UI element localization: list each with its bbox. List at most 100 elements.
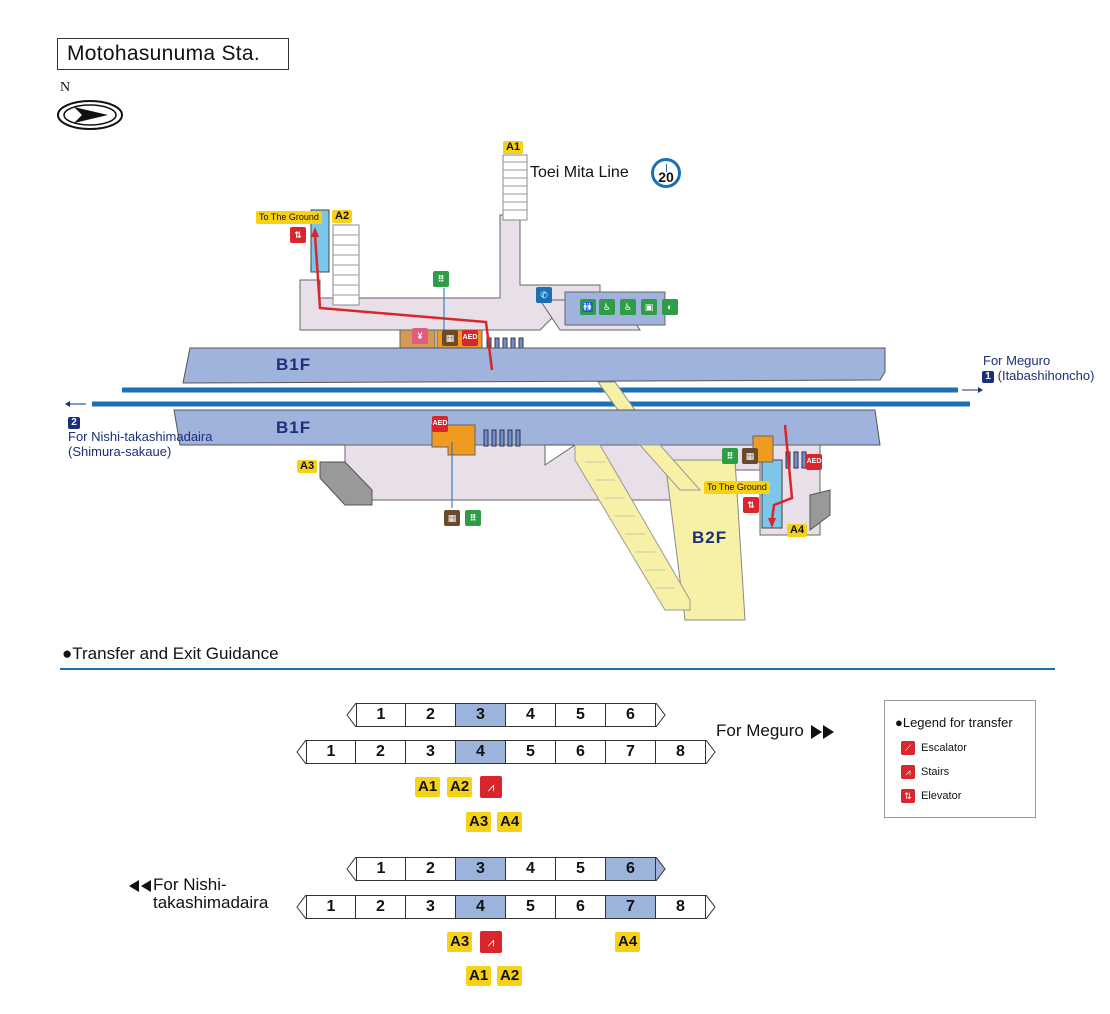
legend-stairs: ⩘Stairs <box>901 765 949 779</box>
car-row-6-nishi: 1 2 3 4 5 6 <box>344 857 668 881</box>
floor-label-b1f-upper: B1F <box>276 355 312 374</box>
car: 8 <box>656 740 706 764</box>
to-ground-tag-a4: To The Ground <box>704 481 770 494</box>
back-arrows-icon <box>129 879 151 892</box>
legend: ●Legend for transfer ⟋Escalator ⩘Stairs … <box>884 700 1036 818</box>
stairs-a2 <box>332 224 360 306</box>
line-name: Toei Mita Line <box>530 164 629 181</box>
car: 2 <box>356 740 406 764</box>
stairs-icon: ⩘ <box>480 776 502 798</box>
exit-tag-guidance: A4 <box>615 932 641 952</box>
aed-icon-a4: AED <box>806 454 822 470</box>
car: 5 <box>556 857 606 881</box>
exit-tag-guidance: A3 <box>466 812 492 832</box>
stairs-a4 <box>809 489 831 531</box>
legend-title: ●Legend for transfer <box>895 715 1013 730</box>
fare-adjustment-icon: ¥ <box>412 328 428 344</box>
car-highlight: 7 <box>606 895 656 919</box>
car: 1 <box>356 857 406 881</box>
platform-upper <box>182 347 886 384</box>
car: 8 <box>656 895 706 919</box>
to-ground-tag-a2: To The Ground <box>256 211 322 224</box>
section-title: ●Transfer and Exit Guidance <box>62 644 279 663</box>
car: 2 <box>406 703 456 727</box>
car: 1 <box>306 895 356 919</box>
floor-label-b1f-lower: B1F <box>276 418 312 437</box>
exit-tag-a3: A3 <box>297 460 318 473</box>
car: 6 <box>606 703 656 727</box>
car-highlight: 4 <box>456 895 506 919</box>
car: 1 <box>306 740 356 764</box>
stairs-a1 <box>502 154 528 221</box>
compass-north-label: N <box>60 80 71 95</box>
legend-escalator: ⟋Escalator <box>901 741 967 755</box>
car: 4 <box>506 703 556 727</box>
route-to-ground-a4 <box>770 424 794 521</box>
car: 3 <box>406 740 456 764</box>
car-highlight: 3 <box>456 857 506 881</box>
compass-icon <box>57 100 123 130</box>
station-office-icon-lower: ▦ <box>444 510 460 526</box>
escalator-icon: ⟋ <box>901 741 915 755</box>
route-to-ground-a2 <box>313 234 494 371</box>
stairs-icon: ⩘ <box>901 765 915 779</box>
ticket-machine-icon-a4: ⠿ <box>722 448 738 464</box>
car: 6 <box>556 895 606 919</box>
floor-label-b2f: B2F <box>692 528 728 547</box>
ticket-machine-icon: ⠿ <box>433 271 449 287</box>
exit-tag-guidance: A1 <box>415 777 441 797</box>
station-office-icon-a4: ▦ <box>742 448 758 464</box>
exit-tag-guidance: A2 <box>447 777 473 797</box>
car-row-8-meguro: 1 2 3 4 5 6 7 8 <box>294 740 718 764</box>
station-office-icon: ▦ <box>442 330 458 346</box>
multipurpose-toilet-icon: ♿ <box>620 299 636 315</box>
direction-nishi: 2 For Nishi-takashimadaira (Shimura-saka… <box>68 416 213 459</box>
aed-icon-lower: AED <box>432 416 448 432</box>
elevator-icon-a4: ⇅ <box>743 497 759 513</box>
car: 3 <box>406 895 456 919</box>
station-map <box>65 154 983 621</box>
exit-tag-guidance: A2 <box>497 966 523 986</box>
section-divider <box>60 668 1055 670</box>
direction-meguro: For Meguro 1 (Itabashihoncho) <box>982 353 1095 383</box>
exit-tag-a1: A1 <box>503 141 524 154</box>
exit-tag-guidance: A3 <box>447 932 473 952</box>
station-title: Motohasunuma Sta. <box>57 38 289 70</box>
car: 1 <box>356 703 406 727</box>
car-row-6-meguro: 1 2 3 4 5 6 <box>344 703 668 727</box>
car: 5 <box>556 703 606 727</box>
legend-elevator: ⇅Elevator <box>901 789 961 803</box>
car: 5 <box>506 895 556 919</box>
car-highlight: 3 <box>456 703 506 727</box>
ticket-machine-icon-lower: ⠿ <box>465 510 481 526</box>
exit-tag-a4: A4 <box>787 524 808 537</box>
elevator-icon-a2: ⇅ <box>290 227 306 243</box>
ticket-gates-lower <box>483 429 521 447</box>
line-number-badge: 20 <box>651 158 681 188</box>
platform-lower <box>173 409 881 446</box>
car: 6 <box>556 740 606 764</box>
car: 5 <box>506 740 556 764</box>
direction-label-nishi: For Nishi- takashimadaira <box>127 876 268 912</box>
stairs-to-b2f <box>574 444 691 611</box>
baby-care-icon: ◐ <box>662 299 678 315</box>
forward-arrows-icon <box>810 724 834 739</box>
direction-label-meguro: For Meguro <box>716 721 837 741</box>
aed-icon-upper: AED <box>462 330 478 346</box>
exit-tag-guidance: A1 <box>466 966 492 986</box>
ostomate-icon: ▣ <box>641 299 657 315</box>
car: 4 <box>506 857 556 881</box>
exit-tag-guidance: A4 <box>497 812 523 832</box>
car: 2 <box>406 857 456 881</box>
toilet-icon: 🚻 <box>580 299 596 315</box>
telephone-icon: ✆ <box>536 287 552 303</box>
car-row-8-nishi: 1 2 3 4 5 6 7 8 <box>294 895 718 919</box>
car: 7 <box>606 740 656 764</box>
car: 2 <box>356 895 406 919</box>
elevator-icon: ⇅ <box>901 789 915 803</box>
b2f-area <box>664 459 746 621</box>
wheelchair-icon: ♿ <box>599 299 615 315</box>
stairs-icon: ⩘ <box>480 931 502 953</box>
car-highlight: 6 <box>606 857 656 881</box>
car-highlight: 4 <box>456 740 506 764</box>
